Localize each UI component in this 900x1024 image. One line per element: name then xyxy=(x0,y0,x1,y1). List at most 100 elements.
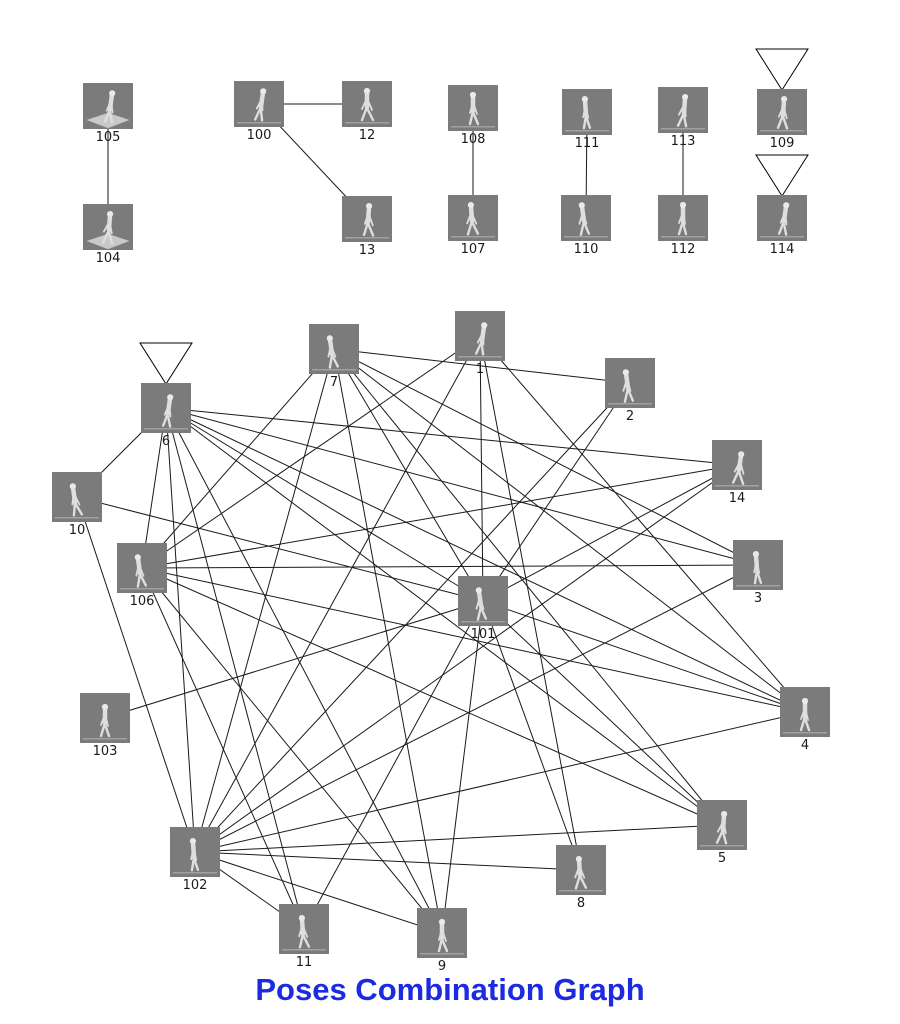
mannequin-figure xyxy=(475,587,488,621)
pose-node-113[interactable]: 113 xyxy=(658,87,708,149)
floor-line xyxy=(736,585,780,587)
floor-line xyxy=(565,130,609,132)
floor-line xyxy=(700,845,744,847)
pose-node-112[interactable]: 112 xyxy=(658,195,708,257)
pose-node-label: 108 xyxy=(460,132,486,147)
graph-edge-14-106 xyxy=(141,464,738,569)
graph-edge-6-5 xyxy=(165,407,723,826)
pose-node-label: 13 xyxy=(358,243,376,258)
graph-edge-4-101 xyxy=(482,600,806,713)
pose-node-label: 7 xyxy=(329,375,339,390)
pose-node-104[interactable]: 104 xyxy=(83,204,133,266)
pose-node-4[interactable]: 4 xyxy=(780,687,830,753)
pose-node-12[interactable]: 12 xyxy=(342,81,392,143)
graph-edge-1-106 xyxy=(141,335,481,569)
pose-node-5[interactable]: 5 xyxy=(697,800,747,866)
pose-thumbnail-icon xyxy=(420,918,464,955)
graph-edge-2-102 xyxy=(194,382,631,853)
pose-node-7[interactable]: 7 xyxy=(309,324,359,390)
pose-node-13[interactable]: 13 xyxy=(342,196,392,258)
pose-node-label: 101 xyxy=(470,627,496,642)
graph-edge-6-9 xyxy=(165,407,443,934)
pose-node-6[interactable]: 6 xyxy=(141,383,191,449)
graph-edge-6-106 xyxy=(141,407,167,569)
pose-node-106[interactable]: 106 xyxy=(117,543,167,609)
graph-edge-9-102 xyxy=(194,851,443,934)
pose-thumbnail-icon xyxy=(451,91,495,128)
pose-thumbnail-icon xyxy=(565,95,609,132)
pose-thumbnail-icon xyxy=(661,93,705,130)
pose-node-10[interactable]: 10 xyxy=(52,472,102,538)
graph-edge-7-5 xyxy=(333,348,723,826)
mannequin-figure xyxy=(799,697,811,732)
graph-edge-5-101 xyxy=(482,600,723,826)
pose-thumbnail-icon xyxy=(608,369,652,405)
pose-node-8[interactable]: 8 xyxy=(556,845,606,911)
mannequin-figure xyxy=(134,554,148,588)
pose-node-114[interactable]: 114 xyxy=(757,195,807,257)
graph-edge-6-14 xyxy=(165,407,738,466)
pose-node-label: 105 xyxy=(95,130,121,145)
mannequin-figure xyxy=(676,93,689,128)
graph-edge-7-9 xyxy=(333,348,443,934)
graph-edge-5-106 xyxy=(141,567,723,826)
pose-thumbnail-icon xyxy=(55,483,99,519)
pose-node-11[interactable]: 11 xyxy=(279,904,329,970)
mannequin-figure xyxy=(777,202,790,236)
graph-edge-6-11 xyxy=(165,407,305,930)
pose-thumbnail-icon xyxy=(173,837,217,874)
pose-node-1[interactable]: 1 xyxy=(455,311,505,377)
graph-edge-5-102 xyxy=(194,824,723,853)
mannequin-figure xyxy=(731,451,745,486)
pose-node-102[interactable]: 102 xyxy=(170,827,220,893)
graph-edge-6-102 xyxy=(165,407,196,853)
graph-title: Poses Combination Graph xyxy=(255,972,645,1007)
graph-edge-7-2 xyxy=(333,348,631,384)
pose-thumbnail-icon xyxy=(458,322,502,358)
graph-edge-10-102 xyxy=(76,496,196,853)
pose-node-2[interactable]: 2 xyxy=(605,358,655,424)
floor-line xyxy=(760,130,804,132)
pose-node-110[interactable]: 110 xyxy=(561,195,611,257)
pose-thumbnail-icon xyxy=(144,394,188,430)
pose-node-107[interactable]: 107 xyxy=(448,195,498,257)
graph-edge-6-101 xyxy=(165,407,484,602)
pose-thumbnail-icon xyxy=(312,335,356,371)
floor-line xyxy=(760,236,804,238)
pose-node-103[interactable]: 103 xyxy=(80,693,130,759)
graph-edge-1-102 xyxy=(194,335,481,853)
mannequin-figure xyxy=(578,202,591,236)
pose-node-14[interactable]: 14 xyxy=(712,440,762,506)
pose-node-111[interactable]: 111 xyxy=(562,89,612,151)
pose-node-label: 6 xyxy=(161,434,171,449)
floor-line xyxy=(120,588,164,590)
graph-edge-8-101 xyxy=(482,600,582,871)
pose-thumbnail-icon xyxy=(86,90,130,129)
floor-line xyxy=(144,428,188,430)
graph-edge-1-4 xyxy=(479,335,806,713)
graph-edge-4-102 xyxy=(194,711,806,853)
floor-plane xyxy=(86,233,130,250)
graph-edge-14-101 xyxy=(482,464,738,602)
graph-edge-7-106 xyxy=(141,348,335,569)
pose-node-label: 12 xyxy=(358,128,376,143)
floor-plane xyxy=(86,112,130,129)
pose-thumbnail-icon xyxy=(345,87,389,124)
pose-node-108[interactable]: 108 xyxy=(448,85,498,147)
pose-thumbnail-icon xyxy=(783,697,827,734)
graph-edge-3-102 xyxy=(194,564,759,853)
pose-node-105[interactable]: 105 xyxy=(83,83,133,145)
pose-node-100[interactable]: 100 xyxy=(234,81,284,143)
pose-node-101[interactable]: 101 xyxy=(458,576,508,642)
pose-thumbnail-icon xyxy=(451,201,495,238)
pose-node-label: 5 xyxy=(717,851,727,866)
pose-thumbnail-icon xyxy=(715,451,759,487)
mannequin-figure xyxy=(715,810,728,845)
graph-edge-7-3 xyxy=(333,348,759,566)
pose-node-109[interactable]: 109 xyxy=(757,89,807,151)
floor-line xyxy=(282,949,326,951)
pose-node-3[interactable]: 3 xyxy=(733,540,783,606)
pose-node-9[interactable]: 9 xyxy=(417,908,467,974)
graph-edge-4-106 xyxy=(141,567,806,713)
